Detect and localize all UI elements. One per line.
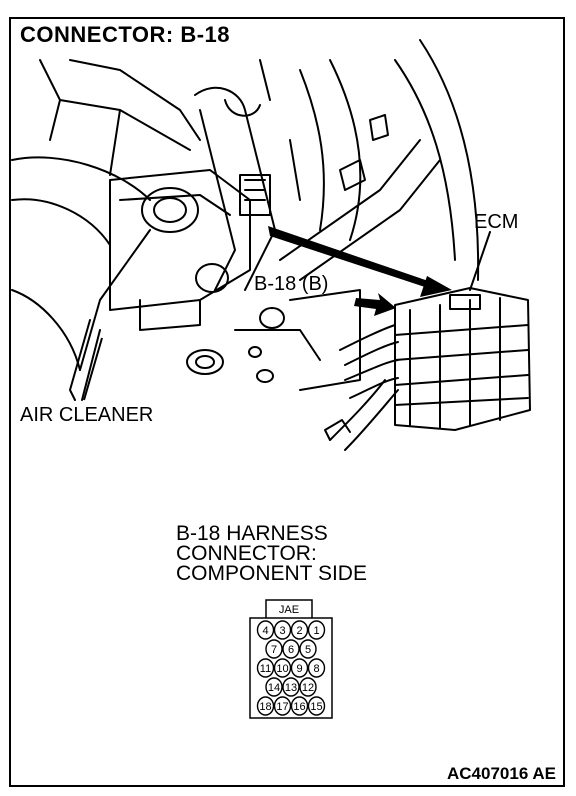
harness-caption-line1: B-18 HARNESS bbox=[176, 522, 328, 545]
pin-label-10: 10 bbox=[276, 663, 288, 675]
pin-label-9: 9 bbox=[296, 663, 302, 675]
pin-label-7: 7 bbox=[271, 644, 277, 656]
ecm-label: ECM bbox=[474, 211, 519, 233]
pin-14 bbox=[265, 677, 283, 697]
pin-label-6: 6 bbox=[288, 644, 294, 656]
jae-tab-label: JAE bbox=[279, 604, 299, 616]
pin-7 bbox=[265, 639, 283, 659]
pin-16 bbox=[290, 696, 309, 716]
pin-10 bbox=[273, 658, 292, 678]
pin-label-15: 15 bbox=[310, 701, 322, 713]
pin-13 bbox=[282, 677, 300, 697]
harness-caption: B-18 HARNESS CONNECTOR: COMPONENT SIDE bbox=[176, 522, 367, 585]
pin-label-14: 14 bbox=[268, 682, 280, 694]
pin-12 bbox=[299, 677, 317, 697]
pin-2 bbox=[290, 620, 309, 640]
pin-18 bbox=[256, 696, 275, 716]
pin-label-17: 17 bbox=[276, 701, 288, 713]
pin-label-3: 3 bbox=[279, 625, 285, 637]
pin-label-12: 12 bbox=[302, 682, 314, 694]
connector-b18-label: B-18 (B) bbox=[254, 273, 329, 295]
connector-title: CONNECTOR: B-18 bbox=[20, 22, 231, 47]
pin-label-1: 1 bbox=[313, 625, 319, 637]
pin-17 bbox=[273, 696, 292, 716]
pin-8 bbox=[307, 658, 326, 678]
pin-11 bbox=[256, 658, 275, 678]
pin-1 bbox=[307, 620, 326, 640]
harness-caption-line3: COMPONENT SIDE bbox=[176, 562, 367, 585]
pin-label-18: 18 bbox=[259, 701, 271, 713]
pin-label-4: 4 bbox=[262, 625, 268, 637]
harness-caption-line2: CONNECTOR: bbox=[176, 542, 317, 565]
pin-3 bbox=[273, 620, 292, 640]
pin-5 bbox=[299, 639, 317, 659]
pin-4 bbox=[256, 620, 275, 640]
pin-label-2: 2 bbox=[296, 625, 302, 637]
pin-label-8: 8 bbox=[313, 663, 319, 675]
pin-15 bbox=[307, 696, 326, 716]
pin-label-16: 16 bbox=[293, 701, 305, 713]
pin-label-11: 11 bbox=[260, 663, 271, 675]
pin-6 bbox=[282, 639, 300, 659]
figure-frame bbox=[9, 17, 565, 787]
pin-label-5: 5 bbox=[305, 644, 311, 656]
air-cleaner-label: AIR CLEANER bbox=[20, 404, 154, 426]
pin-9 bbox=[290, 658, 309, 678]
figure-code: AC407016 AE bbox=[447, 764, 556, 783]
pin-label-13: 13 bbox=[285, 682, 297, 694]
